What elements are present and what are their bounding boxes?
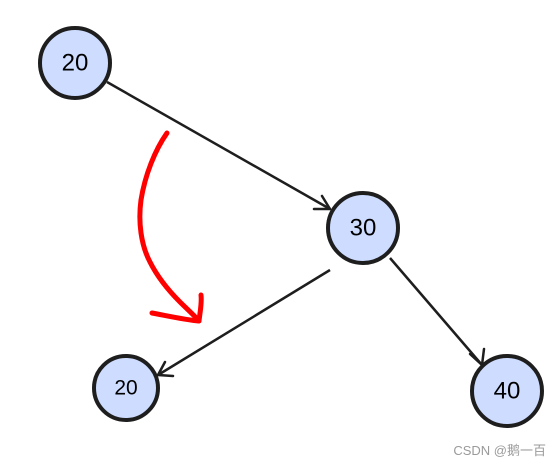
watermark-text: CSDN @鹅一百 <box>453 443 546 458</box>
node-right-child: 40 <box>470 354 544 428</box>
node-left-child: 20 <box>92 354 160 422</box>
node-middle: 30 <box>326 191 400 265</box>
node-right-child-label: 40 <box>494 378 521 405</box>
edge-middle-to-right-child <box>389 257 486 367</box>
node-middle-label: 30 <box>350 215 377 242</box>
node-left-child-label: 20 <box>114 377 137 400</box>
edge-middle-to-left-child <box>156 268 331 378</box>
node-root-label: 20 <box>62 50 89 77</box>
node-root: 20 <box>38 26 112 100</box>
edge-root-to-middle <box>106 80 332 211</box>
rotation-arrow-icon <box>137 130 204 324</box>
